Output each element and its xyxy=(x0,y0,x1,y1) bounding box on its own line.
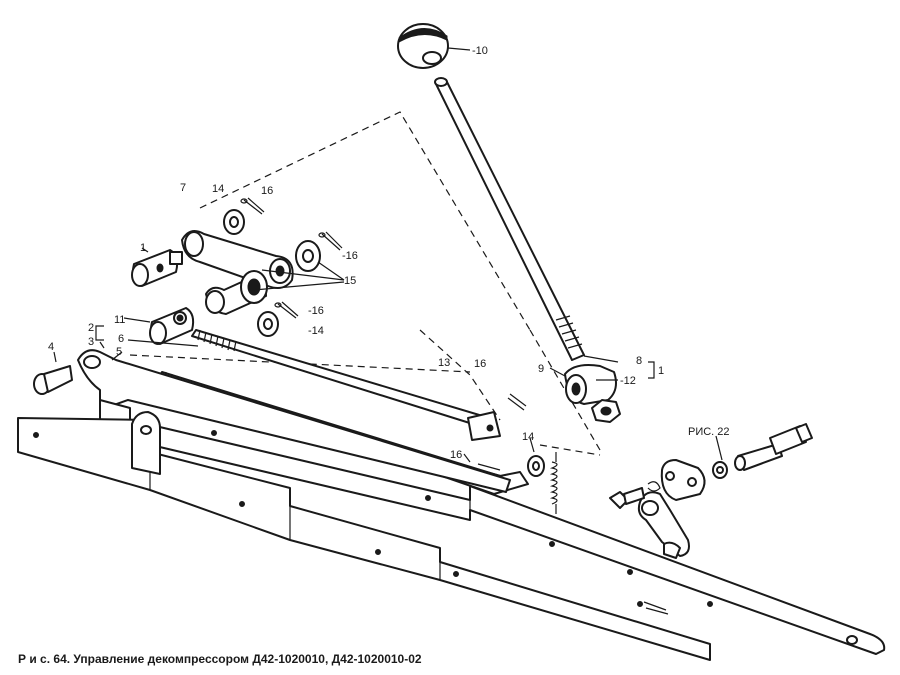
label-16-right: -16 xyxy=(342,250,358,262)
label-13: 13 xyxy=(438,357,450,369)
label-15: 15 xyxy=(344,275,356,287)
washer xyxy=(527,455,545,477)
spring xyxy=(549,452,558,514)
shaft-with-pin xyxy=(734,423,813,471)
assembly-guide-line xyxy=(199,111,531,331)
lever-arm xyxy=(637,491,690,559)
label-5: 5 xyxy=(116,346,122,358)
rail-tab xyxy=(131,411,161,475)
assembly-guide-line xyxy=(539,444,601,456)
label-14-top: 14 xyxy=(212,183,224,195)
label-16-top: 16 xyxy=(261,185,273,197)
lower-link-lever xyxy=(205,270,268,315)
cotter-pin xyxy=(274,301,299,319)
label-3: 3 xyxy=(88,336,94,348)
rail-holes xyxy=(33,430,858,645)
swivel-block xyxy=(149,307,195,345)
label-fig22-reference: РИС. 22 xyxy=(688,426,730,438)
label-14-lower: 14 xyxy=(522,431,534,443)
washer xyxy=(257,311,279,337)
link-plate xyxy=(660,459,706,501)
cotter-pin xyxy=(318,231,343,251)
label-14-mid: -14 xyxy=(308,325,324,337)
cotter-pin xyxy=(477,393,527,477)
label-2: 2 xyxy=(88,322,94,334)
bracket-plate xyxy=(77,349,511,493)
lever-rod xyxy=(434,77,585,361)
label-7: 7 xyxy=(180,182,186,194)
pin-bolt xyxy=(33,365,73,395)
label-16-center: 16 xyxy=(474,358,486,370)
main-rail-lower xyxy=(17,417,711,661)
clevis-block xyxy=(564,364,617,405)
threaded-rod-upper xyxy=(191,329,501,441)
washer xyxy=(712,461,728,479)
label-16-mid: -16 xyxy=(308,305,324,317)
figure-caption: Р и с. 64. Управление декомпрессором Д42… xyxy=(18,652,422,666)
label-10: -10 xyxy=(472,45,488,57)
pin xyxy=(131,249,183,287)
label-1-upper: 1 xyxy=(140,242,146,254)
label-8: 8 xyxy=(636,355,642,367)
label-11: 11 xyxy=(114,314,125,326)
label-16-lower: 16 xyxy=(450,449,462,461)
cotter-pin xyxy=(643,601,669,615)
label-12: -12 xyxy=(620,375,636,387)
washer xyxy=(223,209,245,235)
label-1-right: 1 xyxy=(658,365,664,377)
washer xyxy=(295,240,321,272)
bolt xyxy=(609,487,645,509)
label-9: 9 xyxy=(538,363,544,375)
knob xyxy=(397,23,449,69)
label-6: 6 xyxy=(118,333,124,345)
cotter-pin xyxy=(240,197,265,215)
upper-link-lever xyxy=(181,230,294,289)
label-4: 4 xyxy=(48,341,54,353)
retaining-clip xyxy=(647,481,661,492)
leader-lines xyxy=(53,47,723,463)
hex-nut xyxy=(591,399,621,423)
